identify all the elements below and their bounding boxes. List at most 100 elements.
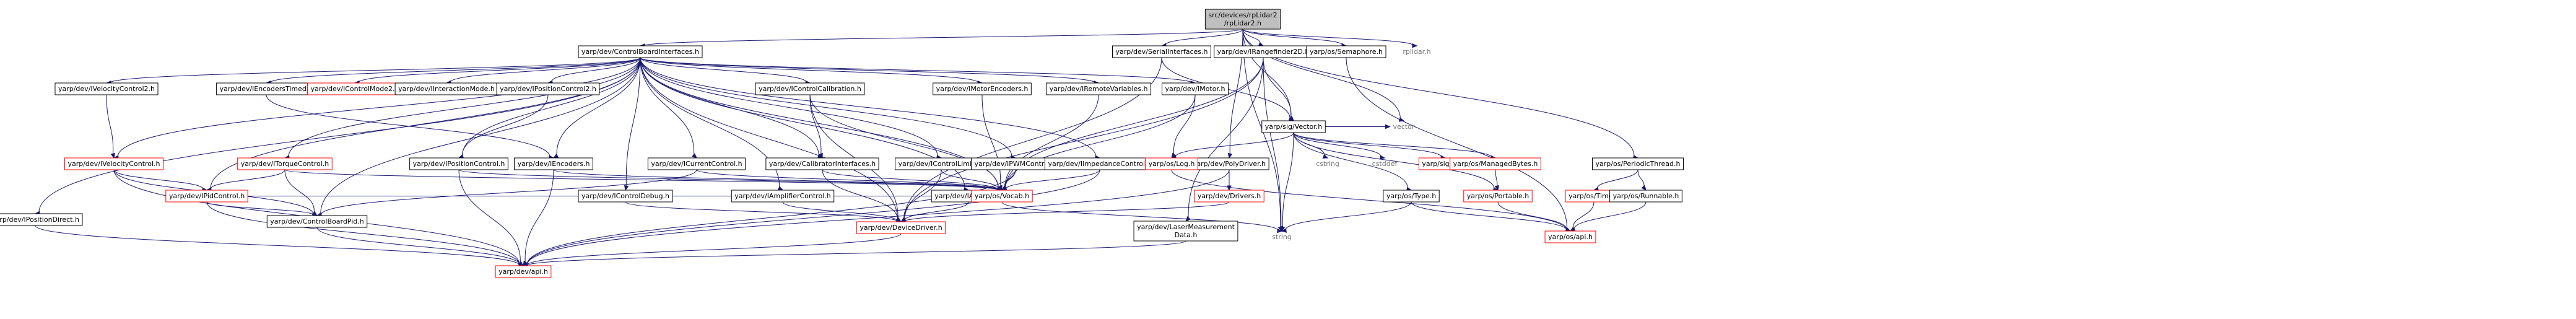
node-cbi[interactable]: yarp/dev/ControlBoardInterfaces.h [578, 45, 703, 58]
node-sem[interactable]: yarp/os/Semaphore.h [1306, 45, 1386, 58]
node-box [64, 157, 164, 170]
node-iamp[interactable]: yarp/dev/IAmplifierControl.h [731, 190, 835, 203]
node-label: yarp/dev/IControlDebug.h [581, 192, 669, 200]
node-ipd[interactable]: yarp/dev/IPositionDirect.h [0, 213, 83, 226]
node-label: string [1272, 233, 1292, 241]
node-itc[interactable]: yarp/dev/ITorqueControl.h [237, 157, 333, 170]
node-rplidar: rplidar.h [1403, 48, 1430, 56]
node-ivc2[interactable]: yarp/dev/IVelocityControl2.h [54, 82, 159, 95]
node-irv[interactable]: yarp/dev/IRemoteVariables.h [1046, 82, 1151, 95]
dependency-edge [1597, 169, 1638, 190]
node-iim[interactable]: yarp/dev/IInteractionMode.h [394, 82, 498, 95]
edges-layer [34, 28, 1647, 268]
node-label: cstring [1316, 160, 1339, 168]
node-rl[interactable]: src/devices/rpLidar2/rpLidar2.h [1204, 9, 1281, 30]
node-icl[interactable]: yarp/dev/IControlLimits.h [895, 157, 988, 170]
node-ivc[interactable]: yarp/dev/IVelocityControl.h [64, 157, 164, 170]
node-ime[interactable]: yarp/dev/IMotorEncoders.h [933, 82, 1032, 95]
node-ipc[interactable]: yarp/dev/IPositionControl.h [409, 157, 508, 170]
node-icur[interactable]: yarp/dev/ICurrentControl.h [647, 157, 746, 170]
node-box [496, 82, 600, 95]
node-ienc[interactable]: yarp/dev/IEncoders.h [514, 157, 593, 170]
node-vocab[interactable]: yarp/os/Vocab.h [971, 190, 1033, 203]
dependency-edge [904, 57, 1264, 221]
node-imot[interactable]: yarp/dev/IMotor.h [1162, 82, 1229, 95]
dependency-edge [462, 94, 549, 157]
node-label: yarp/os/Runnable.h [1613, 192, 1679, 200]
dependency-edge [1573, 201, 1647, 230]
dependency-edge [1005, 169, 1100, 190]
node-iet[interactable]: yarp/dev/IEncodersTimed.h [216, 82, 316, 95]
node-sigvec[interactable]: yarp/sig/Vector.h [1261, 120, 1326, 133]
node-box [1145, 157, 1198, 170]
node-label: yarp/dev/IPidControl.h [169, 192, 245, 200]
dependency-edge [1242, 28, 1401, 120]
node-run[interactable]: yarp/os/Runnable.h [1609, 190, 1682, 203]
dependency-edge [450, 57, 641, 84]
dependency-edge [458, 169, 521, 264]
node-log[interactable]: yarp/os/Log.h [1145, 157, 1198, 170]
node-mb[interactable]: yarp/os/ManagedBytes.h [1450, 157, 1541, 170]
node-cstddef: cstddef [1372, 160, 1398, 168]
dependency-edge [106, 94, 114, 155]
dependency-edge [640, 57, 1095, 84]
arrow-head [998, 185, 1003, 191]
node-label: yarp/dev/ControlBoardInterfaces.h [581, 48, 699, 56]
node-rf2d[interactable]: yarp/dev/IRangefinder2D.h [1214, 45, 1313, 58]
node-ipc2[interactable]: yarp/dev/IPositionControl2.h [496, 82, 600, 95]
node-icd[interactable]: yarp/dev/IControlDebug.h [578, 190, 673, 203]
node-calib[interactable]: yarp/dev/CalibratorInterfaces.h [765, 157, 879, 170]
dependency-edge [640, 57, 1192, 84]
dependency-edge [941, 169, 999, 190]
node-label: yarp/dev/ITorqueControl.h [241, 160, 329, 168]
dependency-edge [117, 57, 641, 158]
node-ipid[interactable]: yarp/dev/IPidControl.h [165, 190, 248, 203]
dependency-edge [1293, 132, 1382, 158]
dependency-edge [284, 169, 999, 191]
dependency-edge [110, 57, 641, 84]
dependency-edge [809, 94, 999, 190]
node-icc[interactable]: yarp/dev/IControlCalibration.h [755, 82, 865, 95]
node-label: yarp/os/Log.h [1149, 160, 1195, 168]
node-label: yarp/os/Vocab.h [975, 192, 1029, 200]
dependency-edge [640, 57, 938, 158]
node-devd[interactable]: yarp/dev/DeviceDriver.h [856, 221, 946, 234]
node-ser[interactable]: yarp/dev/SerialInterfaces.h [1112, 45, 1211, 58]
arrow-head [777, 186, 784, 191]
node-cbp[interactable]: yarp/dev/ControlBoardPid.h [266, 215, 368, 228]
node-drivers[interactable]: yarp/dev/Drivers.h [1194, 190, 1264, 203]
node-osapi[interactable]: yarp/os/api.h [1544, 230, 1596, 243]
node-label: yarp/dev/LaserMeasurement [1137, 223, 1235, 231]
node-type[interactable]: yarp/os/Type.h [1383, 190, 1440, 203]
dependency-edge [266, 94, 550, 158]
node-port[interactable]: yarp/os/Portable.h [1463, 190, 1533, 203]
node-box [765, 157, 879, 170]
node-box [1194, 190, 1264, 203]
arrow-head [1641, 185, 1647, 191]
arrow-head [1185, 216, 1191, 222]
dependency-edge [625, 57, 641, 187]
node-pt[interactable]: yarp/os/PeriodicThread.h [1592, 157, 1684, 170]
node-box [971, 190, 1033, 203]
node-label: yarp/os/Semaphore.h [1310, 48, 1383, 56]
node-icm2[interactable]: yarp/dev/IControlMode2.h [307, 82, 402, 95]
node-ipwm[interactable]: yarp/dev/IPWMControl.h [971, 157, 1060, 170]
node-label: yarp/dev/IRangefinder2D.h [1217, 48, 1310, 56]
node-devapi[interactable]: yarp/dev/api.h [495, 265, 552, 278]
dependency-edge [1573, 201, 1595, 229]
dependency-edge [640, 57, 979, 84]
dependency-edge [1282, 132, 1294, 228]
node-box [0, 213, 83, 226]
node-box [409, 157, 508, 170]
node-polyd[interactable]: yarp/dev/PolyDriver.h [1189, 157, 1269, 170]
dependency-edge [1411, 201, 1567, 231]
node-label: yarp/dev/IPositionDirect.h [0, 216, 79, 224]
arrow-head [1281, 228, 1287, 233]
arrow-head [624, 185, 629, 191]
node-box [495, 265, 552, 278]
node-label: yarp/dev/SerialInterfaces.h [1116, 48, 1208, 56]
dependency-edge [1293, 132, 1442, 158]
node-iimp[interactable]: yarp/dev/IImpedanceControl.h [1044, 157, 1155, 170]
